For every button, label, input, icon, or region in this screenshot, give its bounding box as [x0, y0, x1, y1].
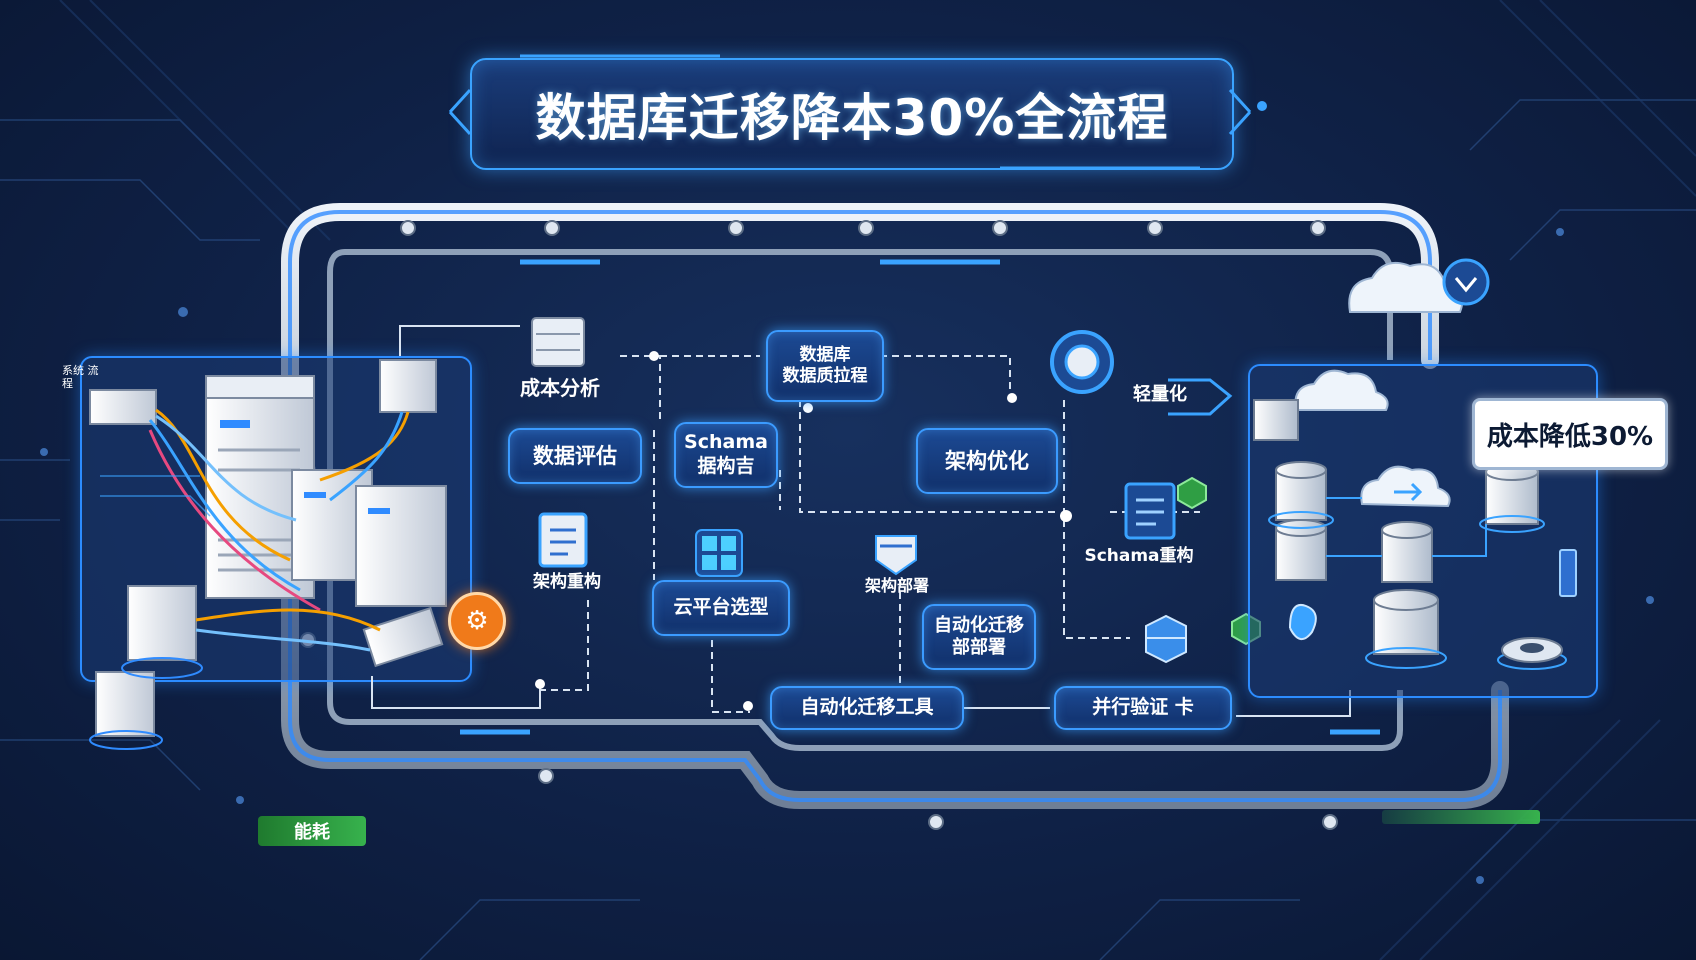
document-icon [1124, 482, 1176, 540]
data-evaluation-node[interactable]: 数据评估 [508, 428, 642, 484]
cost-analysis-label: 成本分析 [520, 376, 600, 400]
arch-deploy-label: 架构部署 [864, 576, 929, 595]
page-title: 数据库迁移降本30%全流程 [535, 89, 1169, 147]
db-quality-node[interactable]: 数据库 数据质拉程 [766, 330, 884, 402]
energy-tag: 能耗 [258, 816, 366, 846]
arch-refactor-label: 架构重构 [533, 572, 601, 592]
cube-stack-icon [1145, 614, 1187, 664]
download-shield-icon [1442, 258, 1490, 306]
auto-migrate-tool-node[interactable]: 自动化迁移工具 [770, 686, 964, 730]
title-panel: 数据库迁移降本30%全流程 [470, 58, 1234, 170]
database-icon [531, 317, 585, 367]
small-system-label: 系统 流程 [62, 364, 99, 391]
cloud-select-node[interactable]: 云平台选型 [652, 580, 790, 636]
cloud-icon [1294, 262, 1464, 508]
grid-app-icon [695, 529, 743, 577]
schema-refactor-label: Schama重构 [1084, 546, 1194, 566]
orange-gear-badge-icon: ⚙ [448, 592, 506, 650]
server-stack-icon [89, 359, 447, 737]
parallel-verify-node[interactable]: 并行验证 卡 [1054, 686, 1232, 730]
auto-migrate-deploy-node[interactable]: 自动化迁移 部部署 [922, 604, 1036, 670]
schema-structure-node[interactable]: Schama 据构吉 [674, 422, 778, 488]
document-icon [538, 512, 588, 568]
lightweight-label: 轻量化 [1133, 384, 1187, 405]
arch-optimize-node[interactable]: 架构优化 [916, 428, 1058, 494]
refresh-icon [1050, 330, 1114, 394]
cost-reduction-callout: 成本降低30% [1472, 398, 1668, 470]
green-progress-bar [1382, 810, 1540, 824]
layers-icon [875, 535, 917, 576]
